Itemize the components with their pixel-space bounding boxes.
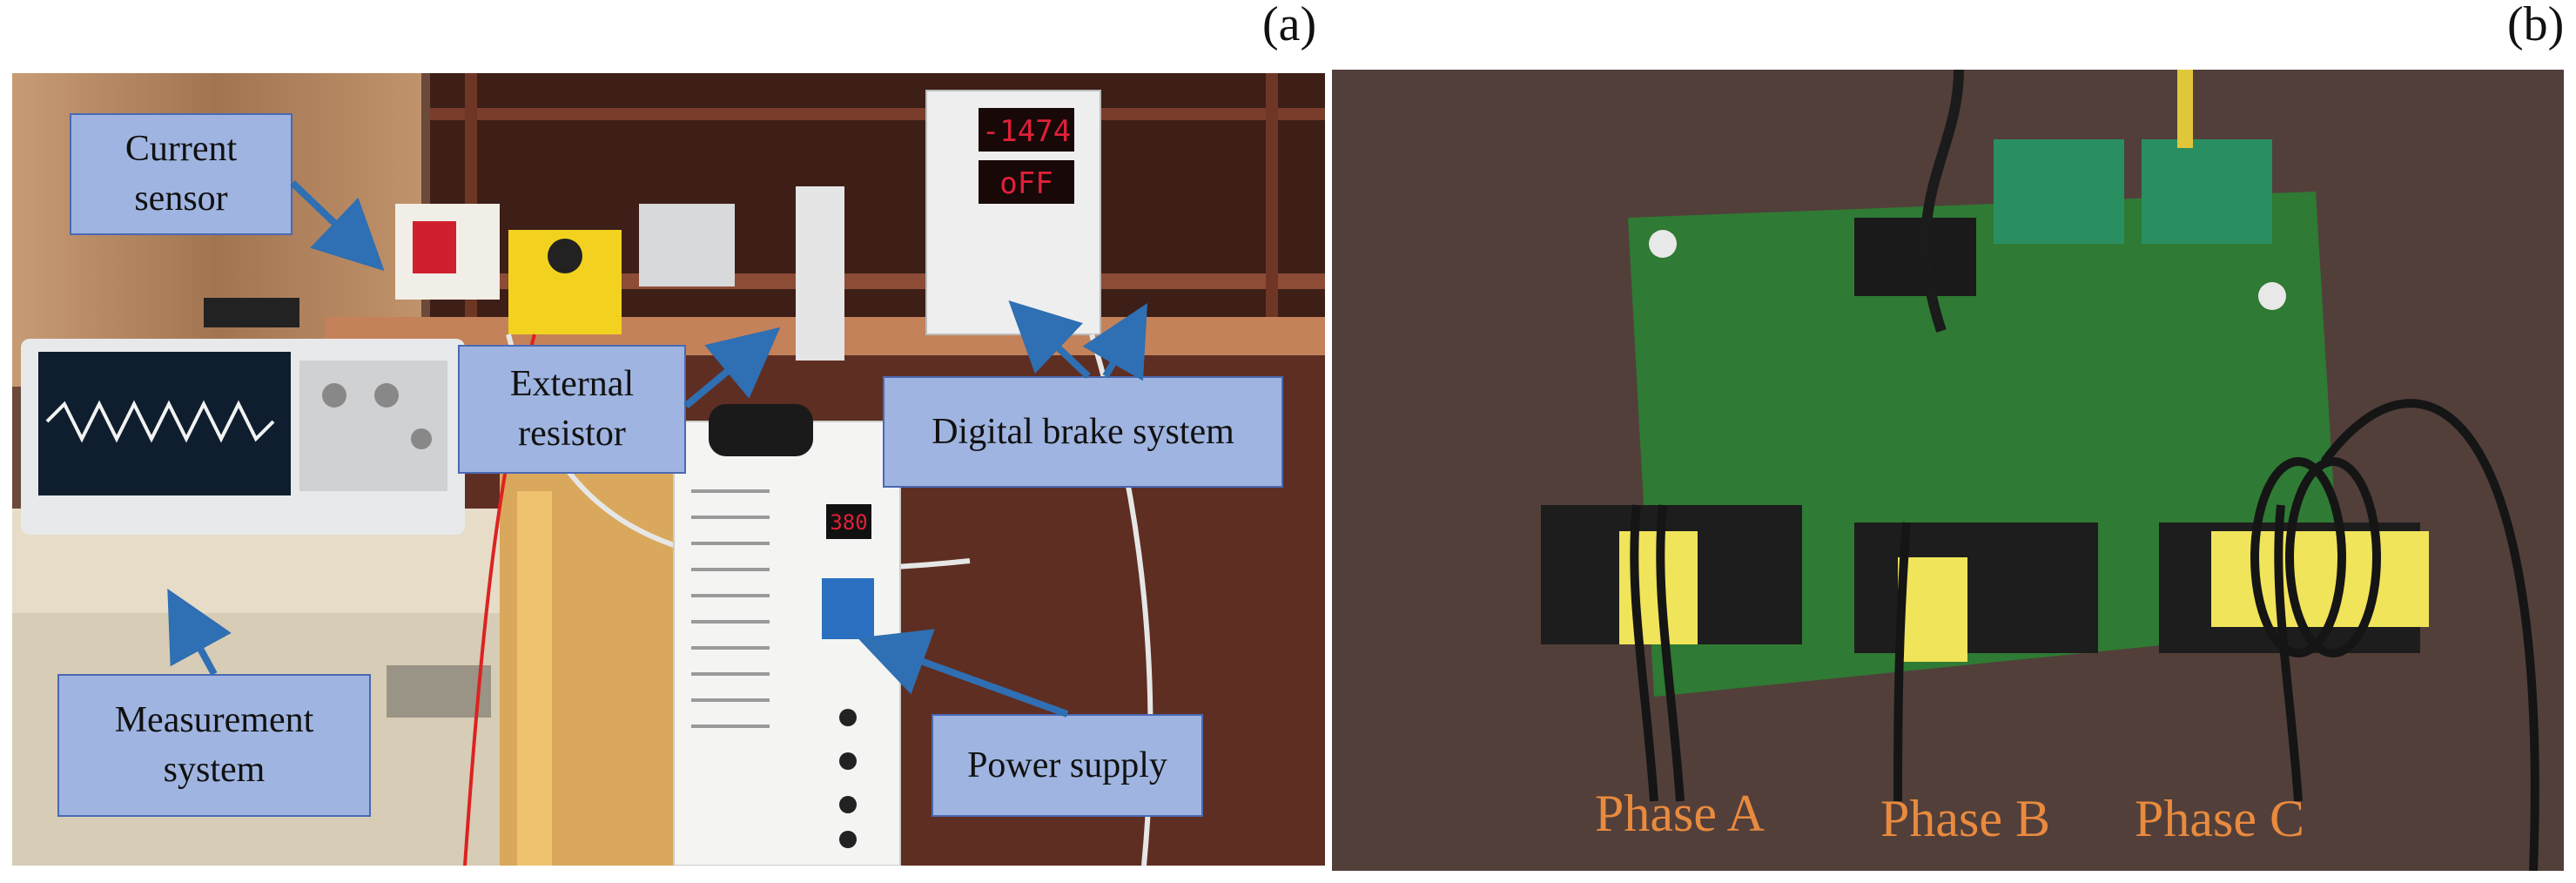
panel-a-letter: (a) (1262, 0, 1317, 51)
power-supply-callout: Power supply (932, 714, 1203, 817)
current-sensor-label-line1: Current (124, 129, 238, 170)
external-resistor-callout: External resistor (458, 345, 686, 474)
measurement-system-callout: Measurement system (57, 674, 371, 817)
current-sensor-label-line2: sensor (134, 179, 228, 219)
power-supply-label: Power supply (967, 745, 1167, 785)
brake-lower-display: oFF (999, 166, 1053, 201)
phase-c-label: Phase C (2135, 790, 2304, 847)
external-resistor-label-line2: resistor (518, 414, 626, 454)
supply-voltage-display: 380 (830, 510, 867, 535)
sensor-board-photo (1332, 70, 2564, 871)
measurement-label-line1: Measurement (114, 700, 314, 741)
digital-brake-label: Digital brake system (932, 411, 1234, 452)
phase-b-label: Phase B (1880, 790, 2050, 847)
measurement-label-line2: system (163, 750, 266, 790)
external-resistor-label-line1: External (509, 364, 635, 405)
panel-b-letter: (b) (2507, 0, 2565, 51)
phase-a-label: Phase A (1595, 785, 1765, 842)
brake-upper-display: -1474 (982, 114, 1071, 149)
current-sensor-callout: Current sensor (70, 113, 293, 235)
digital-brake-callout: Digital brake system (883, 376, 1283, 488)
